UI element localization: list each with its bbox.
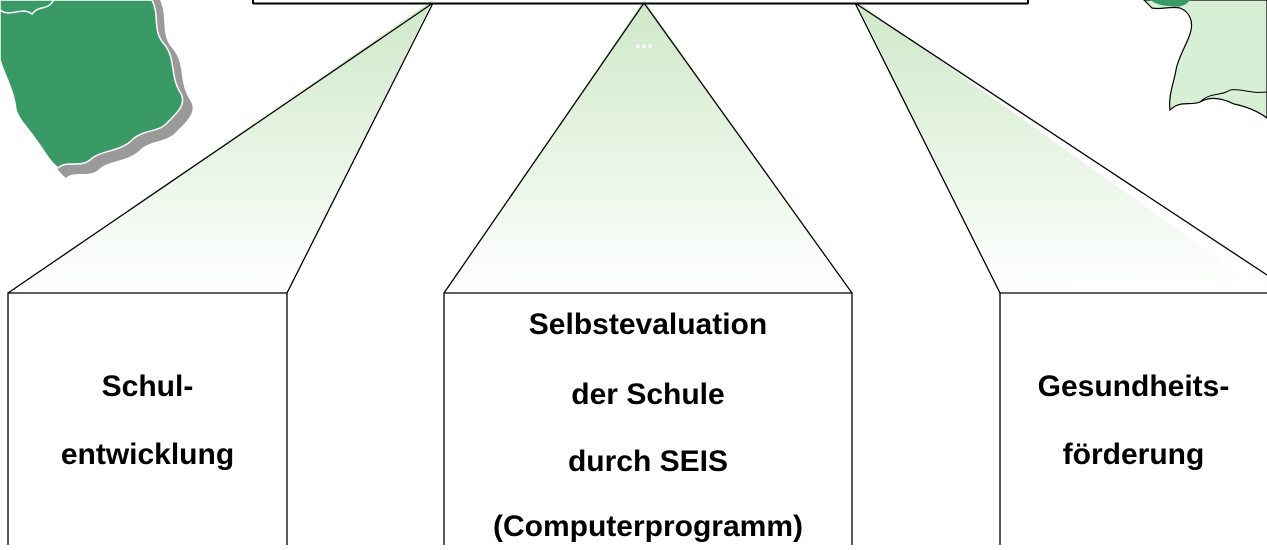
beam-lines	[7, 2, 1267, 294]
top-box	[252, 0, 1029, 5]
beam-left-edge-b	[286, 2, 434, 294]
box-left-label: Schul- entwicklung	[8, 360, 287, 480]
box-right-frame	[999, 292, 1267, 545]
top-box-ellipsis: ...	[634, 28, 654, 53]
box-left-line-1: Schul-	[101, 370, 194, 403]
beam-right-edge-b	[854, 2, 1267, 276]
box-center-frame	[443, 292, 853, 545]
box-right-label: Gesundheits- förderung	[1000, 360, 1267, 480]
box-right-line-2: förderung	[1062, 438, 1205, 471]
box-center-line-4: (Computerprogramm)	[492, 510, 803, 543]
beam-left-edge-a	[7, 2, 434, 294]
map-left-shape	[0, 0, 184, 170]
lower-boxes	[7, 292, 1267, 545]
map-left-border-line	[0, 0, 55, 16]
map-left-decoration	[0, 0, 193, 178]
map-right-decoration	[1143, 0, 1267, 119]
map-right-shape	[1143, 0, 1267, 119]
box-center-line-2: der Schule	[571, 378, 725, 411]
beam-right-edge-a	[854, 2, 1001, 294]
map-right-inner-border	[1199, 89, 1267, 103]
box-left-frame	[7, 292, 288, 545]
beam-center	[444, 0, 852, 293]
box-left-line-2: entwicklung	[60, 438, 235, 471]
beam-right	[855, 0, 1267, 293]
box-center-line-1: Selbstevaluation	[528, 308, 768, 341]
beam-center-edge-b	[643, 2, 853, 294]
beam-center-edge-a	[443, 2, 645, 294]
box-center-line-3: durch SEIS	[567, 445, 729, 478]
map-right-dark-patch	[1150, 0, 1190, 7]
box-right-line-1: Gesundheits-	[1037, 370, 1230, 403]
box-center-label: Selbstevaluation der Schule durch SEIS (…	[444, 300, 852, 545]
